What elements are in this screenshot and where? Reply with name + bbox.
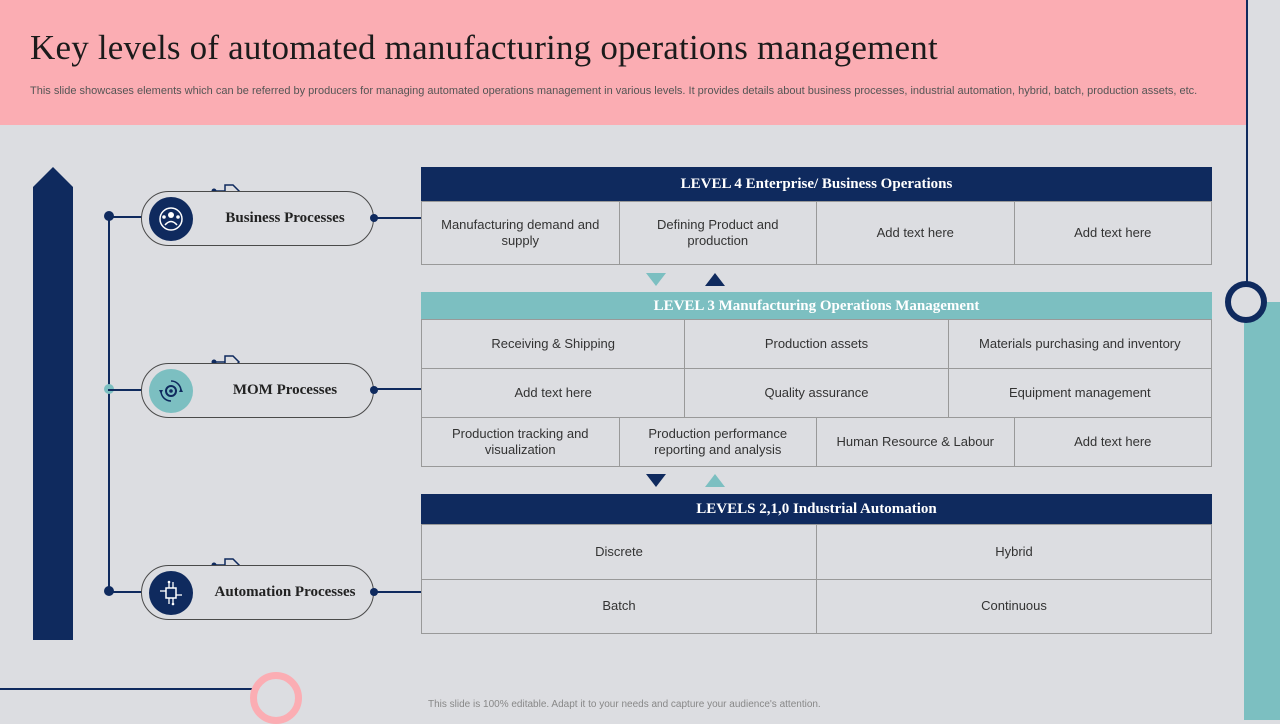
level-4-grid: Manufacturing demand and supply Defining… bbox=[421, 201, 1212, 265]
bottom-line bbox=[0, 688, 258, 690]
process-label: Business Processes bbox=[225, 209, 345, 226]
connector-line bbox=[375, 388, 421, 390]
level-cell: Quality assurance bbox=[685, 368, 949, 418]
connector-line bbox=[108, 216, 142, 218]
connector-line bbox=[108, 591, 142, 593]
process-label: MOM Processes bbox=[232, 381, 338, 398]
down-triangle-icon bbox=[646, 273, 666, 286]
level-cell: Equipment management bbox=[948, 368, 1212, 418]
page-title: Key levels of automated manufacturing op… bbox=[30, 28, 938, 67]
connector-spine bbox=[108, 216, 110, 591]
right-vertical-line bbox=[1246, 0, 1248, 287]
process-pill-business: Business Processes bbox=[141, 191, 378, 246]
level-cell: Materials purchasing and inventory bbox=[948, 320, 1212, 369]
people-network-icon bbox=[149, 197, 193, 241]
header-band bbox=[0, 0, 1248, 125]
level-cell: Add text here bbox=[422, 368, 686, 418]
level-cell: Defining Product and production bbox=[619, 202, 817, 265]
level-210-grid: Discrete Hybrid Batch Continuous bbox=[421, 524, 1212, 634]
level-cell: Batch bbox=[422, 579, 817, 634]
connector-line bbox=[375, 217, 421, 219]
down-triangle-icon bbox=[646, 474, 666, 487]
right-ring-decoration bbox=[1225, 281, 1267, 323]
connector-line bbox=[375, 591, 421, 593]
level-cell: Add text here bbox=[1014, 202, 1212, 265]
connector-dot bbox=[370, 588, 378, 596]
level-3-header: LEVEL 3 Manufacturing Operations Managem… bbox=[421, 292, 1212, 320]
level-3-row-2: Add text here Quality assurance Equipmen… bbox=[421, 368, 1212, 418]
level-4-header: LEVEL 4 Enterprise/ Business Operations bbox=[421, 167, 1212, 202]
level-cell: Receiving & Shipping bbox=[422, 320, 686, 369]
level-cell: Hybrid bbox=[817, 525, 1212, 580]
level-cell: Production performance reporting and ana… bbox=[619, 417, 817, 467]
vertical-up-arrow bbox=[33, 167, 73, 640]
connector-line bbox=[108, 389, 142, 391]
footer-note: This slide is 100% editable. Adapt it to… bbox=[428, 699, 821, 710]
level-cell: Continuous bbox=[817, 579, 1212, 634]
up-triangle-icon bbox=[705, 273, 725, 286]
connector-dot bbox=[370, 214, 378, 222]
process-label: Automation Processes bbox=[214, 583, 356, 600]
right-teal-bar bbox=[1244, 302, 1280, 720]
level-cell: Production tracking and visualization bbox=[422, 417, 620, 467]
level-cell: Add text here bbox=[1014, 417, 1212, 467]
gear-cycle-icon bbox=[149, 369, 193, 413]
connector-dot bbox=[370, 386, 378, 394]
level-3-row-3: Production tracking and visualization Pr… bbox=[421, 417, 1212, 467]
level-cell: Manufacturing demand and supply bbox=[422, 202, 620, 265]
level-cell: Human Resource & Labour bbox=[817, 417, 1015, 467]
level-cell: Discrete bbox=[422, 525, 817, 580]
bottom-ring-decoration bbox=[250, 672, 302, 724]
up-triangle-icon bbox=[705, 474, 725, 487]
level-cell: Add text here bbox=[817, 202, 1015, 265]
process-pill-mom: MOM Processes bbox=[141, 363, 378, 418]
process-pill-automation: Automation Processes bbox=[141, 565, 378, 620]
level-3-row-1: Receiving & Shipping Production assets M… bbox=[421, 319, 1212, 369]
level-cell: Production assets bbox=[685, 320, 949, 369]
circuit-chip-icon bbox=[149, 571, 193, 615]
page-subtitle: This slide showcases elements which can … bbox=[30, 85, 1198, 97]
level-210-header: LEVELS 2,1,0 Industrial Automation bbox=[421, 494, 1212, 525]
